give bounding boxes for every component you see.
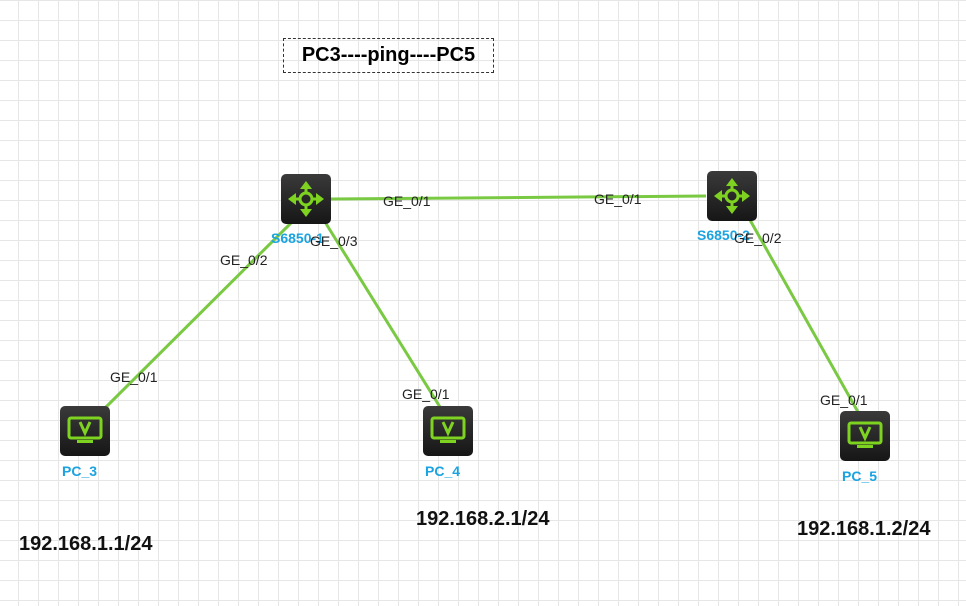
pc-3[interactable] bbox=[60, 406, 110, 456]
pc-5-ip: 192.168.1.2/24 bbox=[797, 518, 931, 540]
monitor-icon bbox=[430, 416, 466, 443]
pc-3-ip: 192.168.1.1/24 bbox=[19, 533, 153, 555]
router-switch-icon bbox=[714, 178, 750, 214]
pc-5[interactable] bbox=[840, 411, 890, 461]
pc-4-label: PC_4 bbox=[425, 463, 461, 479]
port-label-pc3-to-sw1: GE_0/1 bbox=[110, 369, 158, 385]
switch-s6850-2[interactable] bbox=[707, 171, 757, 221]
monitor-icon bbox=[67, 416, 103, 443]
port-label-sw2-to-pc5: GE_0/2 bbox=[734, 230, 782, 246]
port-label-sw1-to-pc4: GE_0/3 bbox=[310, 233, 358, 249]
monitor-icon bbox=[847, 421, 883, 448]
link-sw1-pc4 bbox=[323, 221, 442, 408]
port-label-sw2-to-sw1: GE_0/1 bbox=[594, 191, 642, 207]
switch-s6850-2-label: S6850-2 bbox=[697, 227, 750, 243]
port-label-sw1-to-pc3: GE_0/2 bbox=[220, 252, 268, 268]
switch-s6850-1-label: S6850-1 bbox=[271, 230, 324, 246]
diagram-title: PC3----ping----PC5 bbox=[283, 38, 494, 73]
link-sw2-pc5 bbox=[748, 219, 860, 413]
pc-3-label: PC_3 bbox=[62, 463, 98, 479]
router-switch-icon bbox=[288, 181, 324, 217]
port-label-pc4-to-sw1: GE_0/1 bbox=[402, 386, 450, 402]
switch-s6850-1[interactable] bbox=[281, 174, 331, 224]
pc-4[interactable] bbox=[423, 406, 473, 456]
pc-5-label: PC_5 bbox=[842, 468, 878, 484]
pc-4-ip: 192.168.2.1/24 bbox=[416, 508, 550, 530]
link-sw1-pc3 bbox=[103, 220, 294, 410]
port-label-sw1-to-sw2: GE_0/1 bbox=[383, 193, 431, 209]
link-sw1-sw2 bbox=[329, 194, 707, 201]
port-label-pc5-to-sw2: GE_0/1 bbox=[820, 392, 868, 408]
